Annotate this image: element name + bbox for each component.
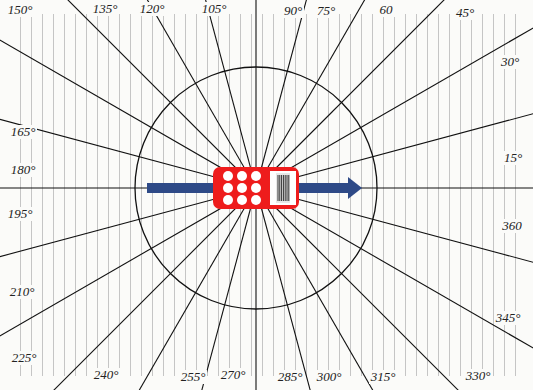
barcode-stroke xyxy=(288,175,289,201)
keypad-button xyxy=(251,171,261,181)
radial-line xyxy=(147,188,256,390)
radial-line xyxy=(0,188,256,390)
radial-line xyxy=(256,188,533,390)
radial-line xyxy=(0,0,256,188)
keypad-button xyxy=(237,171,247,181)
angle-label: 120° xyxy=(138,2,167,16)
angle-label: 15° xyxy=(502,151,524,165)
angle-label: 345° xyxy=(494,311,523,325)
angle-label: 315° xyxy=(369,370,398,384)
angle-label: 255° xyxy=(179,370,208,384)
barcode-stroke xyxy=(283,175,284,201)
angle-label: 165° xyxy=(9,125,38,139)
barcode-stroke xyxy=(287,175,288,201)
phone-device xyxy=(213,167,299,209)
keypad-button xyxy=(223,195,233,205)
keypad-button xyxy=(251,183,261,193)
keypad-button xyxy=(223,183,233,193)
angle-label: 330° xyxy=(464,369,493,383)
radial-line xyxy=(255,188,256,390)
angle-label: 300° xyxy=(315,370,344,384)
radial-line xyxy=(0,188,256,390)
radial-line xyxy=(255,0,256,188)
angle-label: 210° xyxy=(8,285,37,299)
keypad-button xyxy=(223,171,233,181)
angle-label: 360 xyxy=(500,219,524,233)
angle-label: 180° xyxy=(9,163,38,177)
angle-label: 150° xyxy=(6,3,35,17)
radial-line xyxy=(256,0,466,188)
angle-label: 45° xyxy=(454,6,476,20)
angle-label: 90° xyxy=(282,4,304,18)
barcode-stroke xyxy=(281,175,282,201)
radial-line xyxy=(256,0,365,188)
angle-label: 60 xyxy=(378,3,395,17)
radial-line xyxy=(256,188,466,390)
ruled-lines xyxy=(20,14,520,376)
angle-label: 270° xyxy=(219,368,248,382)
angle-label: 195° xyxy=(6,207,35,221)
angle-label: 30° xyxy=(499,55,521,69)
radial-line xyxy=(46,188,256,390)
angle-label: 105° xyxy=(200,2,229,16)
radial-line xyxy=(256,188,533,390)
keypad-button xyxy=(251,195,261,205)
angle-label: 240° xyxy=(92,368,121,382)
angle-label: 75° xyxy=(315,4,337,18)
barcode-stroke xyxy=(279,175,280,201)
angle-label: 225° xyxy=(10,351,39,365)
keypad-button xyxy=(237,183,247,193)
radial-line xyxy=(256,0,533,188)
keypad-button xyxy=(237,195,247,205)
angle-label: 285° xyxy=(276,370,305,384)
radial-line xyxy=(256,188,365,390)
radial-line xyxy=(256,0,533,188)
reference-circle xyxy=(135,67,377,309)
barcode-stroke xyxy=(278,175,279,201)
barcode-stroke xyxy=(285,175,286,201)
angle-label: 135° xyxy=(91,2,120,16)
radial-line xyxy=(0,0,256,188)
